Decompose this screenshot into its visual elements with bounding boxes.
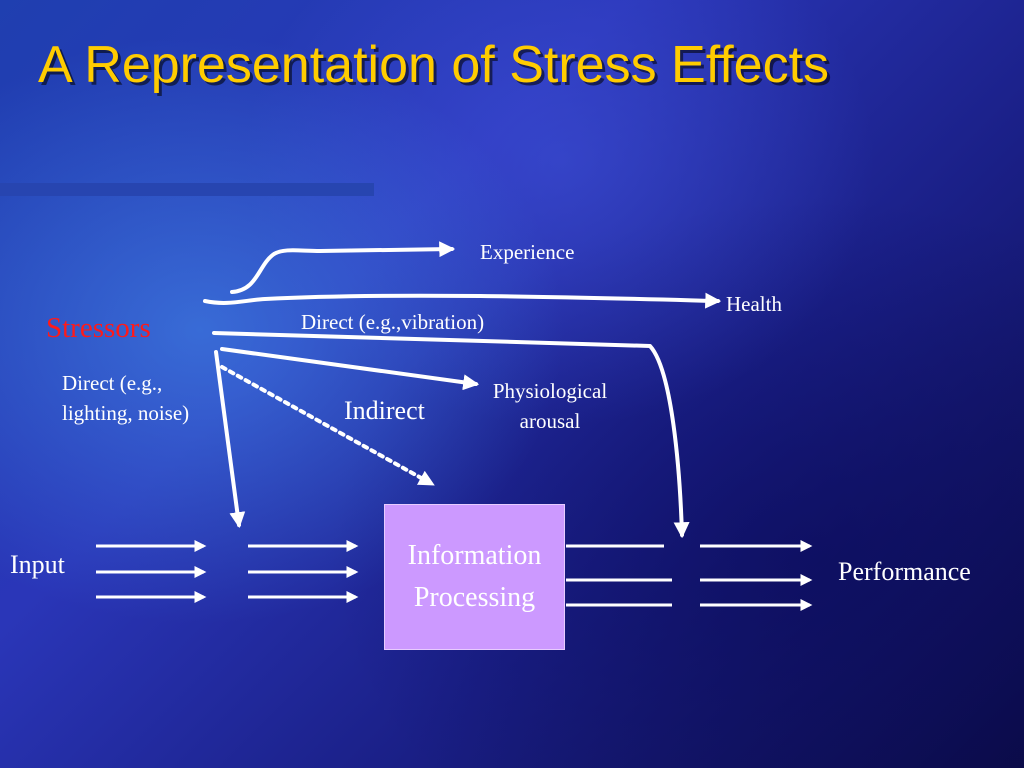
arrow-to-health (203, 292, 722, 309)
physiological-line-1: Physiological (492, 379, 608, 403)
direct-lighting-line-1: Direct (e.g., (62, 371, 163, 395)
stressors-label: Stressors (46, 312, 151, 344)
experience-label: Experience (480, 240, 575, 264)
information-processing-line-1: Information (407, 540, 542, 571)
arrow-indirect (220, 365, 435, 486)
title-underline (0, 183, 374, 196)
slide-title: A Representation of Stress Effects (38, 36, 830, 94)
physiological-arousal-label: Physiological arousal (478, 376, 622, 436)
arrow-direct-vibration (212, 331, 690, 539)
direct-lighting-noise-label: Direct (e.g., lighting, noise) (62, 368, 189, 428)
health-label: Health (726, 292, 782, 316)
direct-vibration-label: Direct (e.g.,vibration) (301, 310, 485, 334)
physiological-line-2: arousal (519, 409, 581, 433)
direct-lighting-line-2: lighting, noise) (62, 401, 190, 425)
input-label: Input (10, 550, 65, 579)
arrow-to-physiological-arousal (220, 347, 480, 391)
arrow-direct-lighting-noise (214, 350, 246, 529)
information-processing-line-2: Processing (413, 582, 536, 613)
performance-label: Performance (838, 557, 971, 586)
information-processing-box: Information Processing (384, 504, 565, 650)
arrow-to-experience (230, 241, 456, 294)
indirect-label: Indirect (344, 396, 425, 425)
